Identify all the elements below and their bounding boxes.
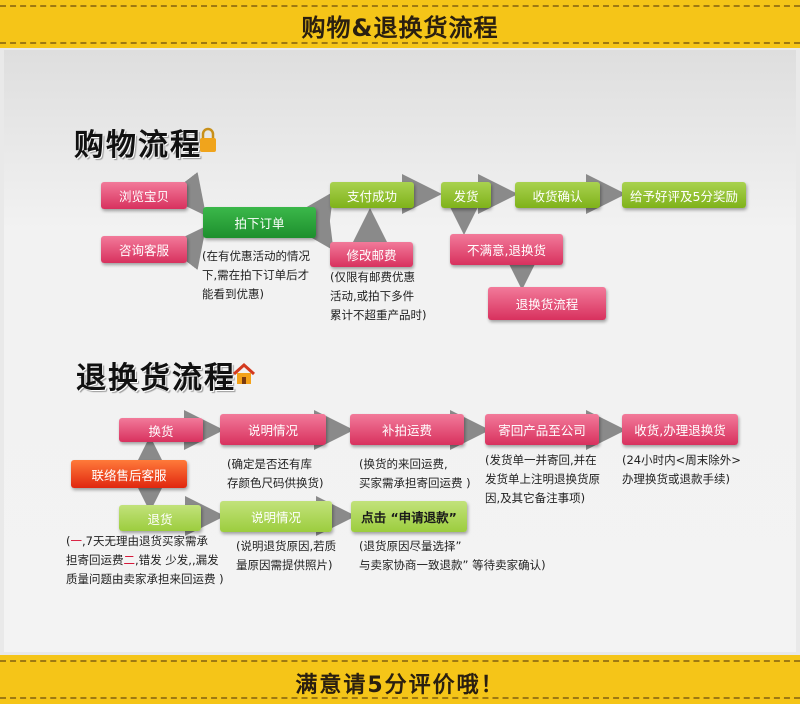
postage-note-line: 累计不超重产品时) (330, 308, 427, 322)
refund-note-marker: 一 (70, 534, 83, 548)
explain-situation-box: 说明情况 (220, 414, 326, 445)
postage-note: (仅限有邮费优惠 活动,或拍下多件 累计不超重产品时) (330, 268, 427, 325)
refund-note-part: ( (66, 534, 71, 548)
apply-note: (退货原因尽量选择” 与卖家协商一致退款” 等待卖家确认) (359, 537, 546, 575)
postage-note-line: 活动,或拍下多件 (330, 289, 415, 303)
page-title: 购物&退换货流程 (301, 14, 499, 42)
refund-note-part: 担寄回运费 (66, 553, 124, 567)
lock-icon (200, 127, 216, 152)
contact-aftersales-box: 联络售后客服 (71, 460, 187, 488)
header-dash-bottom (0, 42, 800, 44)
header-dash-top (0, 5, 800, 7)
stock-note: (确定是否还有库 存颜色尺码供换货) (227, 455, 324, 493)
refund-note-part: ,错发 少发,,漏发 (135, 553, 219, 567)
stock-note-line: 存颜色尺码供换货) (227, 476, 324, 490)
footer-dash-top (0, 660, 800, 662)
shopping-heading: 购物流程 (74, 128, 202, 163)
consult-service-box: 咨询客服 (101, 236, 187, 263)
send-back-note-line: (发货单一并寄回,并在 (485, 453, 597, 467)
refund-note-marker: 二 (123, 553, 136, 567)
place-order-box: 拍下订单 (203, 207, 316, 238)
footer-text: 满意请5分评价哦！ (295, 673, 505, 698)
review-reward-box: 给予好评及5分奖励 (622, 182, 746, 208)
apply-refund-box: 点击 “申请退款” (351, 501, 467, 532)
confirm-receipt-box: 收货确认 (515, 182, 600, 208)
refund-note-part: ,7天无理由退货买家需承 (82, 534, 208, 548)
order-note-line: 能看到优惠) (202, 287, 264, 301)
refund-box: 退货 (119, 505, 201, 531)
header-band: 购物&退换货流程 (0, 0, 800, 48)
shipping-note-line: (换货的来回运费, (359, 457, 448, 471)
shipping-note: (换货的来回运费, 买家需承担寄回运费 ) (359, 455, 471, 493)
refund-reason-note-line: 量原因需提供照片) (236, 558, 333, 572)
receive-note-line: 办理换货或退款手续) (622, 472, 730, 486)
receive-process-box: 收货,办理退换货 (622, 414, 738, 445)
order-note-line: (在有优惠活动的情况 (202, 249, 310, 263)
return-flow-box: 退换货流程 (488, 287, 606, 320)
refund-note: (一,7天无理由退货买家需承 担寄回运费二,错发 少发,,漏发 质量问题由卖家承… (66, 532, 224, 589)
receive-note-line: (24小时内<周末除外> (622, 453, 741, 467)
send-back-note: (发货单一并寄回,并在 发货单上注明退换货原 因,及其它备注事项) (485, 451, 600, 508)
ship-box: 发货 (441, 182, 491, 208)
stock-note-line: (确定是否还有库 (227, 457, 312, 471)
postage-note-line: (仅限有邮费优惠 (330, 270, 415, 284)
repay-shipping-box: 补拍运费 (350, 414, 464, 445)
browse-products-box: 浏览宝贝 (101, 182, 187, 209)
refund-note-line: 质量问题由卖家承担来回运费 ) (66, 572, 224, 586)
payment-success-box: 支付成功 (330, 182, 414, 208)
home-icon (232, 362, 256, 384)
order-note: (在有优惠活动的情况 下,需在拍下订单后才 能看到优惠) (202, 247, 310, 304)
content-card (4, 50, 796, 652)
receive-note: (24小时内<周末除外> 办理换货或退款手续) (622, 451, 741, 489)
apply-note-line: (退货原因尽量选择” (359, 539, 462, 553)
send-back-box: 寄回产品至公司 (485, 414, 599, 445)
refund-reason-note-line: (说明退货原因,若质 (236, 539, 337, 553)
send-back-note-line: 发货单上注明退换货原 (485, 472, 600, 486)
unsatisfied-return-box: 不满意,退换货 (450, 234, 563, 265)
refund-reason-note: (说明退货原因,若质 量原因需提供照片) (236, 537, 336, 575)
apply-note-line: 与卖家协商一致退款” 等待卖家确认) (359, 558, 546, 572)
footer-band: 满意请5分评价哦！ (0, 655, 800, 704)
order-note-line: 下,需在拍下订单后才 (202, 268, 310, 282)
send-back-note-line: 因,及其它备注事项) (485, 491, 586, 505)
exchange-box: 换货 (119, 418, 203, 442)
returns-heading: 退换货流程 (76, 361, 236, 396)
explain-refund-box: 说明情况 (220, 501, 332, 532)
modify-postage-box: 修改邮费 (330, 242, 413, 267)
shipping-note-line: 买家需承担寄回运费 ) (359, 476, 471, 490)
footer-dash-bottom (0, 697, 800, 699)
